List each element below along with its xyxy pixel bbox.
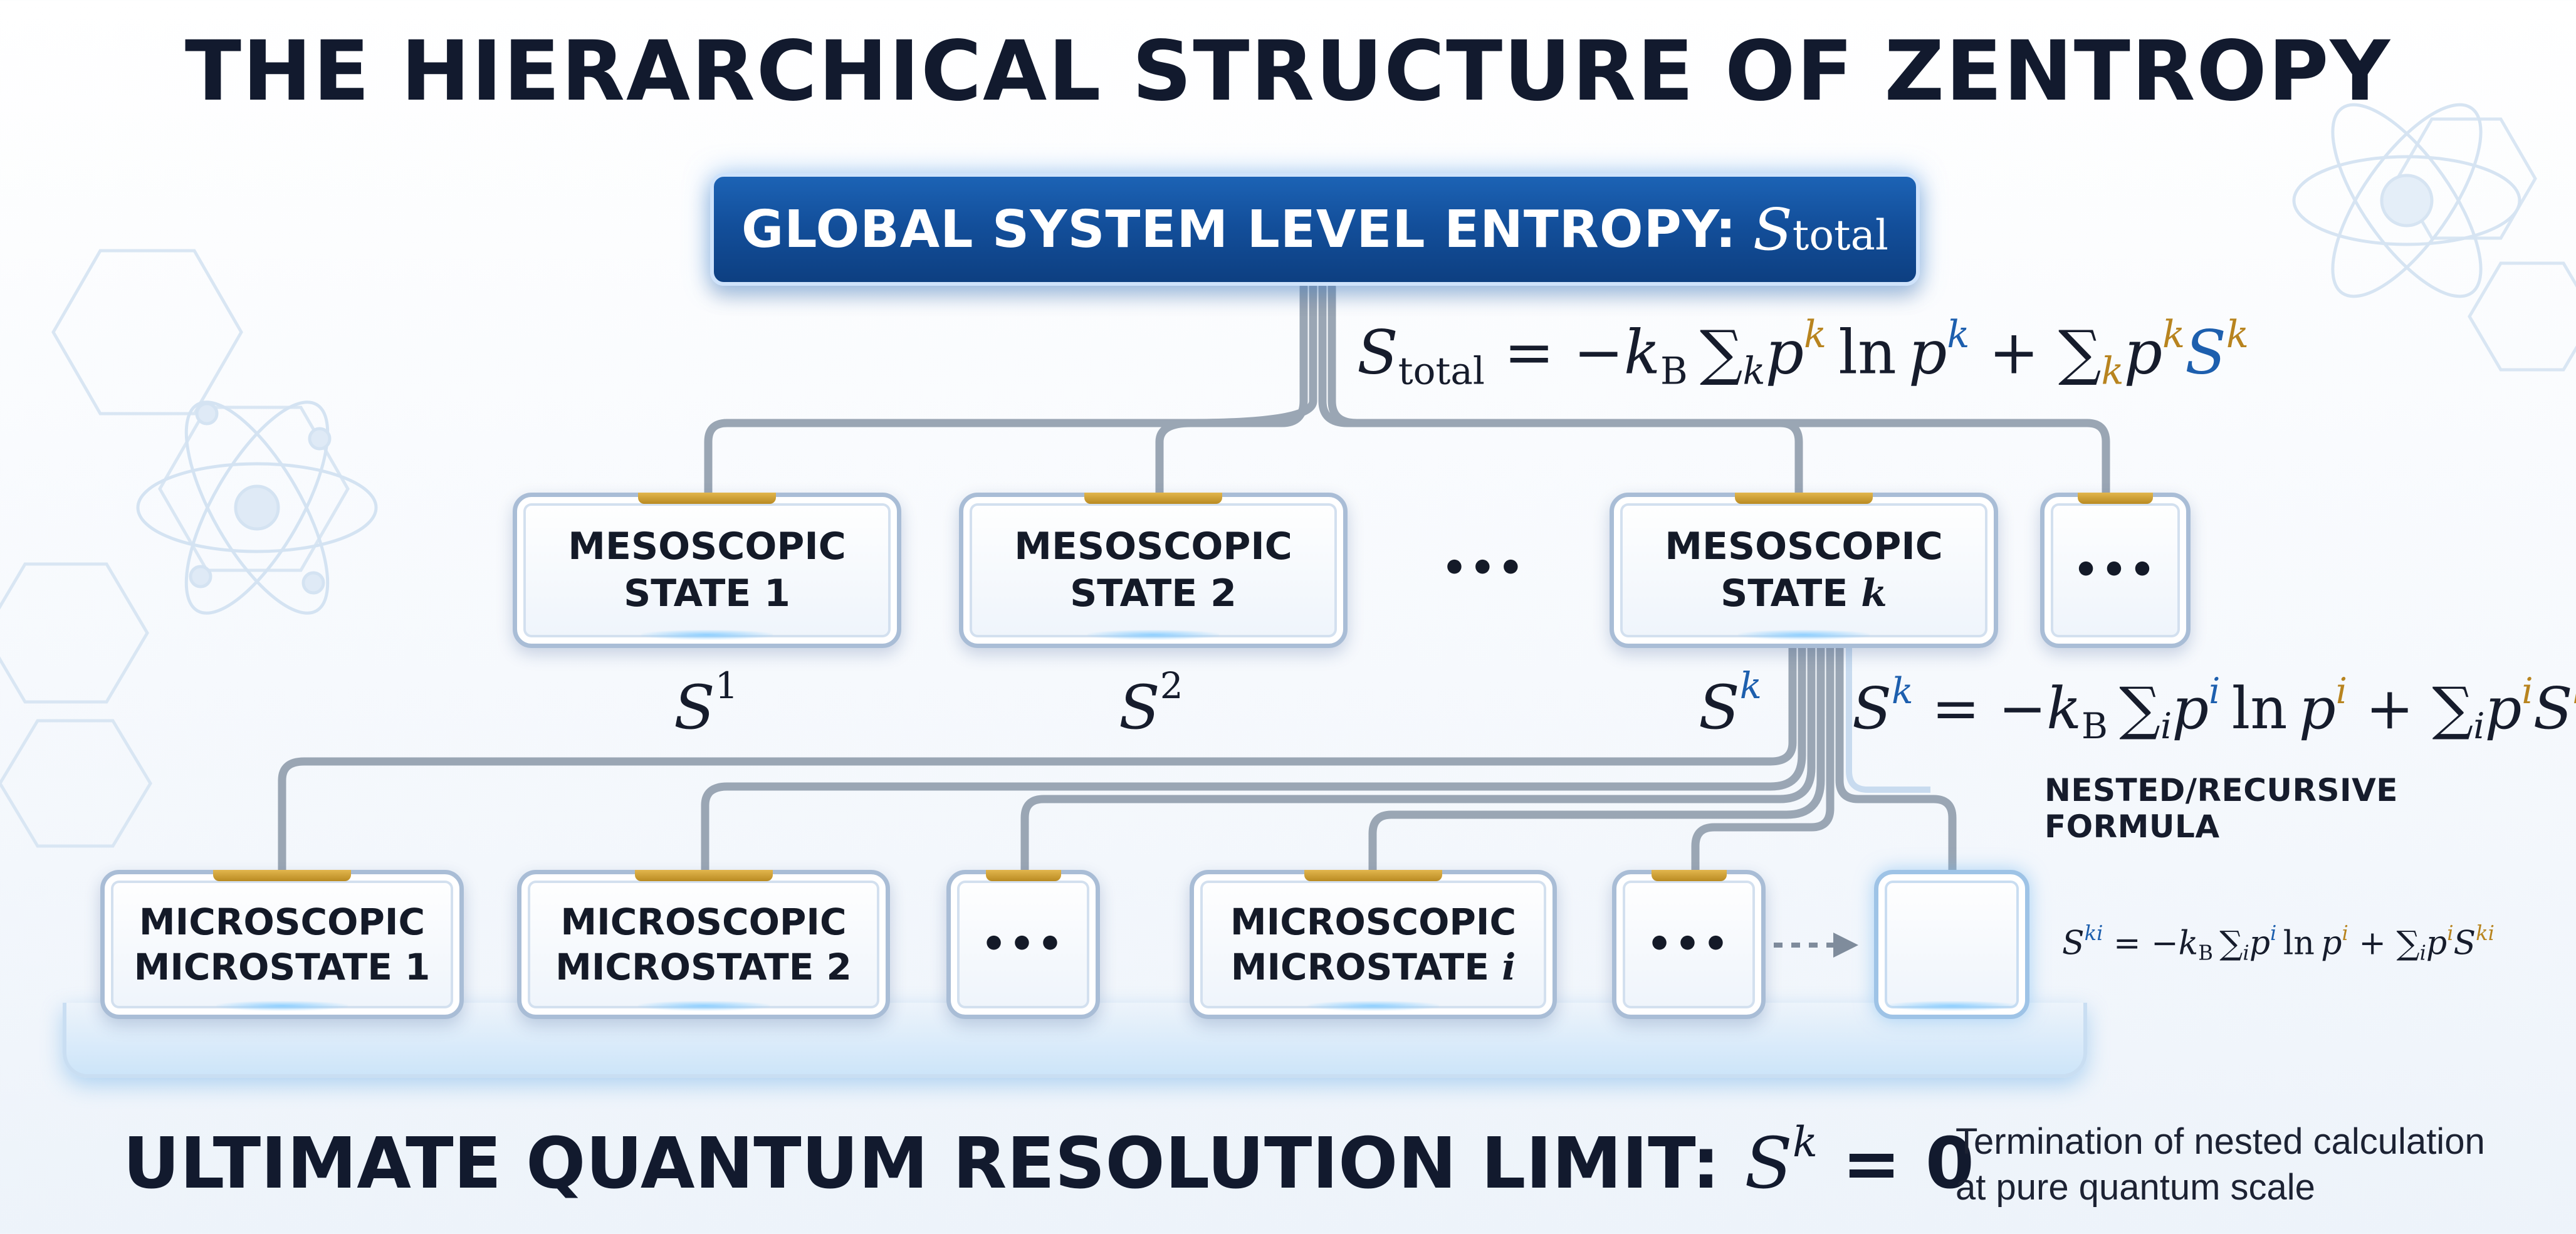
- page-title: THE HIERARCHICAL STRUCTURE OF ZENTROPY: [184, 23, 2392, 120]
- card-line2: MICROSTATE 2: [555, 946, 852, 988]
- atom-icon: [2292, 103, 2521, 298]
- gold-connector-cap: [1084, 493, 1222, 504]
- card-line1: MESOSCOPIC: [1665, 525, 1943, 568]
- note-line1: Termination of nested calculation: [1956, 1121, 2485, 1162]
- entropy-s2: S2: [1119, 664, 1183, 743]
- formula-micro: Ski = −kB ∑ipi ln pi + ∑ipiSki: [2062, 921, 2495, 965]
- termination-note: Termination of nested calculation at pur…: [1956, 1119, 2485, 1210]
- card-line1: MESOSCOPIC: [1014, 525, 1292, 568]
- card-glow: [641, 630, 773, 640]
- card-line2: STATE 1: [624, 572, 790, 615]
- entropy-s1: S1: [674, 664, 738, 743]
- card-variable: i: [1502, 946, 1516, 988]
- quantum-limit-value: = 0: [1842, 1123, 1974, 1205]
- gold-connector-cap: [634, 870, 773, 881]
- mesoscopic-ellipsis: •••: [1442, 545, 1526, 592]
- global-entropy-box: GLOBAL SYSTEM LEVEL ENTROPY: Stotal: [710, 173, 1920, 286]
- microscopic-more-card-1: •••: [946, 870, 1100, 1019]
- quantum-limit-title: ULTIMATE QUANTUM RESOLUTION LIMIT: Sk = …: [123, 1122, 1974, 1200]
- gold-connector-cap: [213, 870, 351, 881]
- gold-connector-cap: [1651, 870, 1727, 881]
- entropy-sk: Sk: [1699, 664, 1762, 743]
- gold-connector-cap: [1735, 493, 1873, 504]
- note-line2: at pure quantum scale: [1956, 1166, 2315, 1208]
- card-line1: MESOSCOPIC: [568, 525, 846, 568]
- microscopic-terminal-card: [1874, 870, 2029, 1019]
- quantum-limit-label: ULTIMATE QUANTUM RESOLUTION LIMIT:: [123, 1123, 1720, 1205]
- card-glow: [637, 1001, 770, 1011]
- card-line2: MICROSTATE: [1230, 946, 1502, 988]
- card-variable: k: [1861, 572, 1887, 615]
- card-line1: MICROSCOPIC: [560, 900, 847, 943]
- card-glow: [1886, 1001, 2018, 1011]
- card-ellipsis: •••: [2073, 547, 2158, 593]
- card-line2: MICROSTATE 1: [134, 946, 431, 988]
- formula-total: Stotal = −kB ∑kpk ln pk + ∑kpkSk: [1357, 313, 2249, 394]
- atom-icon: [136, 400, 378, 615]
- global-entropy-label: GLOBAL SYSTEM LEVEL ENTROPY:: [741, 199, 1737, 259]
- gold-connector-cap: [985, 870, 1061, 881]
- mesoscopic-more-card: •••: [2040, 493, 2191, 648]
- nested-formula-caption: NESTED/RECURSIVE FORMULA: [2045, 772, 2398, 845]
- card-ellipsis: •••: [1647, 921, 1731, 968]
- card-glow: [1087, 630, 1219, 640]
- card-glow: [216, 1001, 348, 1011]
- card-glow: [1738, 630, 1870, 640]
- card-line1: MICROSCOPIC: [1230, 900, 1517, 943]
- arrow-icon: [1774, 933, 1858, 958]
- gold-connector-cap: [2078, 493, 2153, 504]
- gold-connector-cap: [1304, 870, 1442, 881]
- card-ellipsis: •••: [981, 921, 1065, 968]
- card-line1: MICROSCOPIC: [139, 900, 426, 943]
- quantum-limit-symbol: Sk: [1744, 1118, 1818, 1205]
- gold-connector-cap: [638, 493, 776, 504]
- card-line2: STATE: [1720, 572, 1861, 615]
- microscopic-more-card-2: •••: [1612, 870, 1766, 1019]
- card-line2: STATE 2: [1070, 572, 1237, 615]
- formula-state: Sk = −kB ∑ipi ln pi + ∑ipiSki: [1852, 671, 2576, 747]
- card-glow: [1307, 1001, 1439, 1011]
- global-entropy-symbol: Stotal: [1752, 196, 1889, 263]
